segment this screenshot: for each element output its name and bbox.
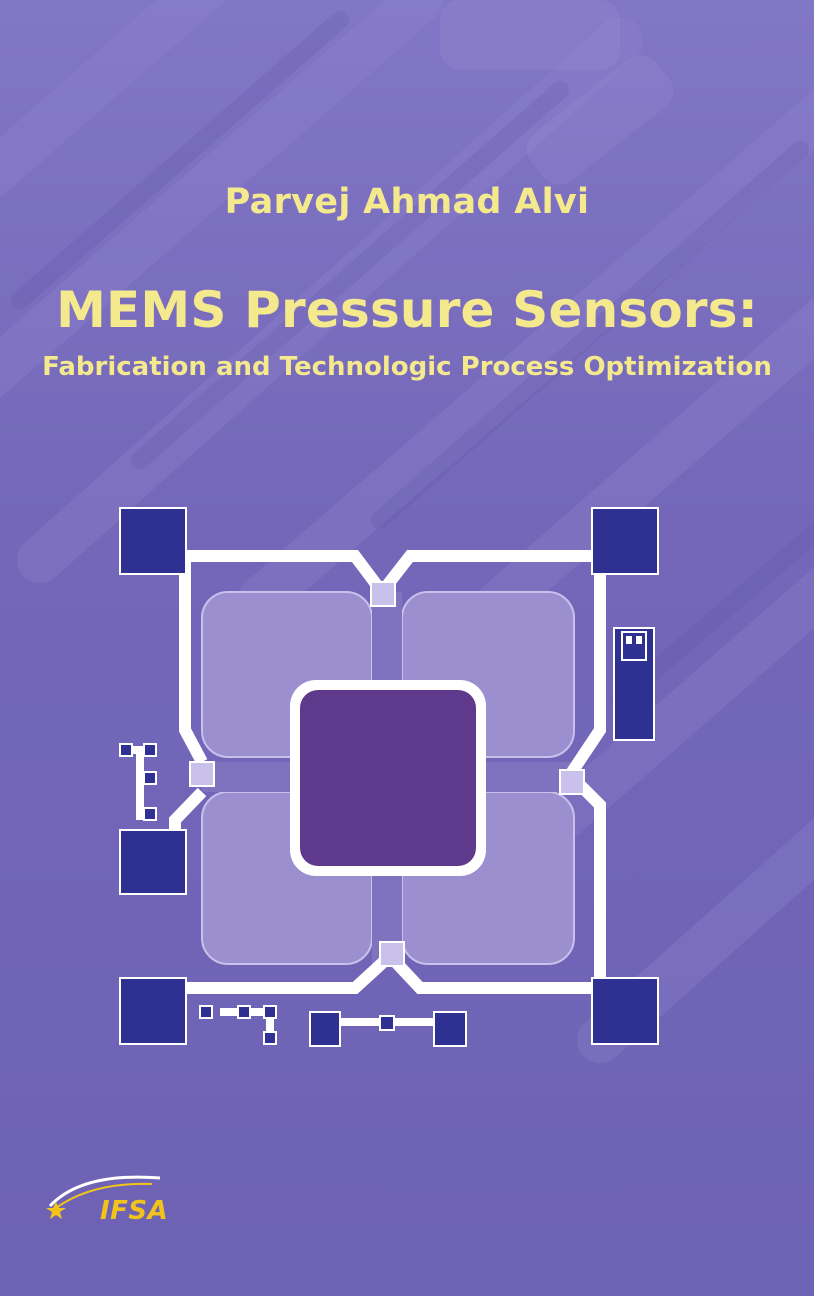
proof-mass xyxy=(300,690,476,866)
publisher-name: IFSA xyxy=(100,1196,169,1226)
bond-pad-top-left xyxy=(119,507,187,575)
bond-pad-bottom-mid-right xyxy=(433,1011,467,1047)
bond-pad-bottom-left xyxy=(119,977,187,1045)
bond-pad-bottom-right xyxy=(591,977,659,1045)
mems-sensor-layout-icon xyxy=(119,507,659,1047)
author-name: Parvej Ahmad Alvi xyxy=(224,182,590,222)
book-title: MEMS Pressure Sensors: xyxy=(56,281,758,339)
junction-top xyxy=(370,581,396,607)
bond-pad-bottom-mid-left xyxy=(309,1011,341,1047)
junction-right xyxy=(559,769,585,795)
book-subtitle: Fabrication and Technologic Process Opti… xyxy=(42,352,772,382)
contact-pads xyxy=(119,743,395,1045)
bond-pad-top-right xyxy=(591,507,659,575)
resistor-element xyxy=(613,627,655,741)
ifsa-logo-icon xyxy=(46,1175,161,1219)
junction-pads xyxy=(189,581,585,967)
publisher-logo: IFSA xyxy=(42,1168,182,1232)
bond-pad-left xyxy=(119,829,187,895)
junction-left xyxy=(189,761,215,787)
junction-bottom xyxy=(379,941,405,967)
bond-pads xyxy=(119,507,659,1047)
